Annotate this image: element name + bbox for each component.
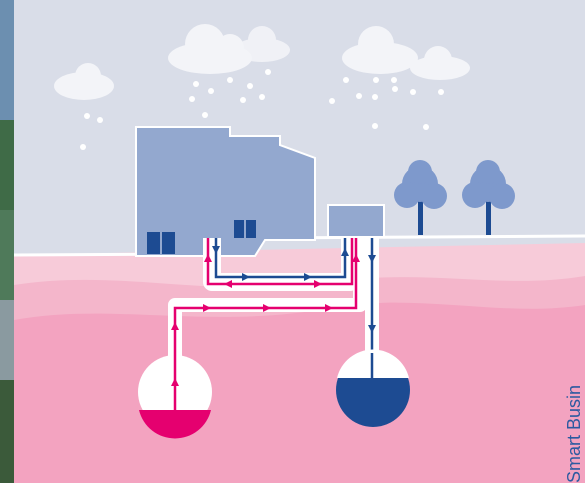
- cloud-icon: [410, 46, 470, 80]
- flow-arrow-icon: [212, 246, 376, 333]
- tree-icon: [394, 160, 447, 235]
- tree-icon: [462, 160, 515, 235]
- building-icon: [135, 126, 385, 257]
- cloud-icon: [54, 63, 114, 100]
- cloud-icon: [168, 24, 252, 74]
- left-photo-strip: [0, 0, 14, 483]
- ground-layer-deep: [14, 302, 585, 483]
- storage-tank-icon: [336, 349, 410, 427]
- cloud-icon: [234, 26, 290, 62]
- snowfall: [80, 69, 444, 150]
- cloud-icon: [342, 26, 418, 74]
- side-title: Smart Busin: [564, 384, 584, 483]
- storage-tank-icon: [138, 355, 212, 439]
- flow-arrow-icon: [171, 254, 360, 386]
